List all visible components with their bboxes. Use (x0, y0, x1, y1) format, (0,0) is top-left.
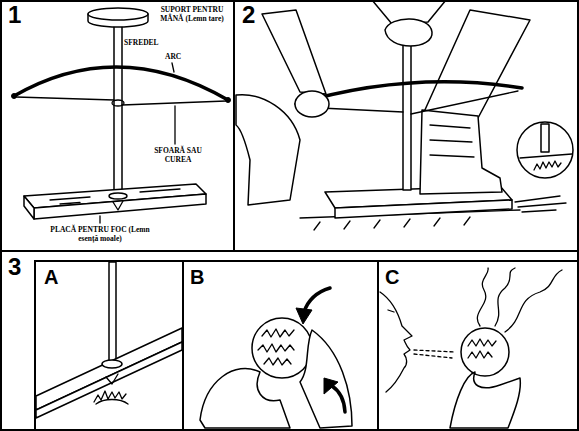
part-label: PLACĂ PENTRU FOC (Lemn esență moale) (45, 225, 155, 243)
spindle (403, 40, 411, 190)
part-label: ARC (165, 52, 181, 61)
bow (296, 82, 522, 104)
fireboard-end (24, 196, 34, 219)
fist (295, 91, 329, 117)
fireboard-hole (109, 193, 127, 199)
tinder-fibres (258, 329, 294, 365)
wood-grain (50, 189, 180, 204)
blowing-on-tinder (380, 268, 562, 428)
part-label: SUPORT PENTRU MÂNĂ (Lemn tare) (150, 5, 234, 23)
leader-line (99, 216, 100, 223)
bow-tip (226, 98, 231, 103)
arrow-head (324, 378, 338, 394)
tinder-bundle (461, 328, 509, 376)
boot-laces (430, 125, 474, 157)
panel-frame: 2 (233, 0, 579, 252)
press-arrow (332, 386, 345, 412)
inset-board (520, 154, 572, 158)
panel-number: 2 (242, 2, 255, 28)
press-arrow (304, 288, 330, 312)
fireboard-notch (113, 201, 123, 210)
bow-tip (12, 94, 17, 99)
tinder-in-hands (200, 288, 352, 428)
tinder-pile (94, 391, 128, 404)
part-label-holder: SFOARĂ SAU CUREA (146, 146, 210, 164)
leader-line (172, 63, 174, 72)
tinder-bundle (252, 318, 312, 378)
fireboard-front (335, 200, 512, 218)
bow-drill-parts (12, 8, 231, 223)
fireboard-notch (106, 374, 118, 384)
bow-string (300, 91, 518, 114)
fireboard-front (34, 194, 206, 219)
face-profile (380, 292, 412, 392)
leader-line (174, 106, 175, 144)
hand (385, 19, 432, 46)
fireboard-top (36, 328, 182, 410)
panel-number: B (190, 266, 204, 288)
step-panel: C (377, 260, 579, 431)
arrow-head (296, 308, 312, 324)
fireboard-hole (102, 360, 122, 368)
spindle (114, 24, 122, 196)
part-label: SFREDEL (124, 38, 159, 47)
eye (388, 310, 394, 312)
tinder-fibres (468, 339, 496, 358)
step-panel: B (182, 260, 379, 431)
detail-inset (517, 122, 573, 178)
panel-number: A (44, 266, 58, 288)
string-loop (112, 100, 124, 106)
breath (414, 350, 455, 358)
panel-frame: 1 (0, 0, 235, 252)
person-drilling (236, 0, 573, 230)
smoke (477, 268, 562, 332)
bow (14, 67, 228, 100)
kneeling-leg (236, 95, 300, 205)
ember-detail (36, 262, 182, 418)
hand (200, 369, 290, 428)
part-label-holder: PLACĂ PENTRU FOC (Lemn esență moale) (45, 225, 155, 243)
panel-number: 3 (8, 254, 21, 280)
arm (262, 10, 326, 94)
step-panel: A (34, 260, 184, 431)
panel-frame: 3 A B C (0, 250, 579, 431)
fireboard-front (36, 342, 182, 418)
panel-number: C (385, 266, 399, 288)
hand-socket-top (88, 8, 148, 20)
inset-spindle (541, 124, 549, 152)
inset-tinder (534, 161, 561, 170)
panel-number: 1 (8, 2, 21, 28)
bow-string (16, 97, 226, 105)
part-label-holder: SFREDEL (124, 38, 159, 47)
standing-leg (424, 10, 530, 118)
part-label: SFOARĂ SAU CUREA (146, 146, 210, 164)
boot (420, 110, 502, 194)
hand (450, 372, 520, 428)
hand (300, 330, 352, 428)
part-label-holder: ARC (165, 52, 181, 61)
part-label-holder: SUPORT PENTRU MÂNĂ (Lemn tare) (150, 5, 234, 23)
spindle (109, 262, 116, 362)
motion-lines (515, 196, 566, 212)
